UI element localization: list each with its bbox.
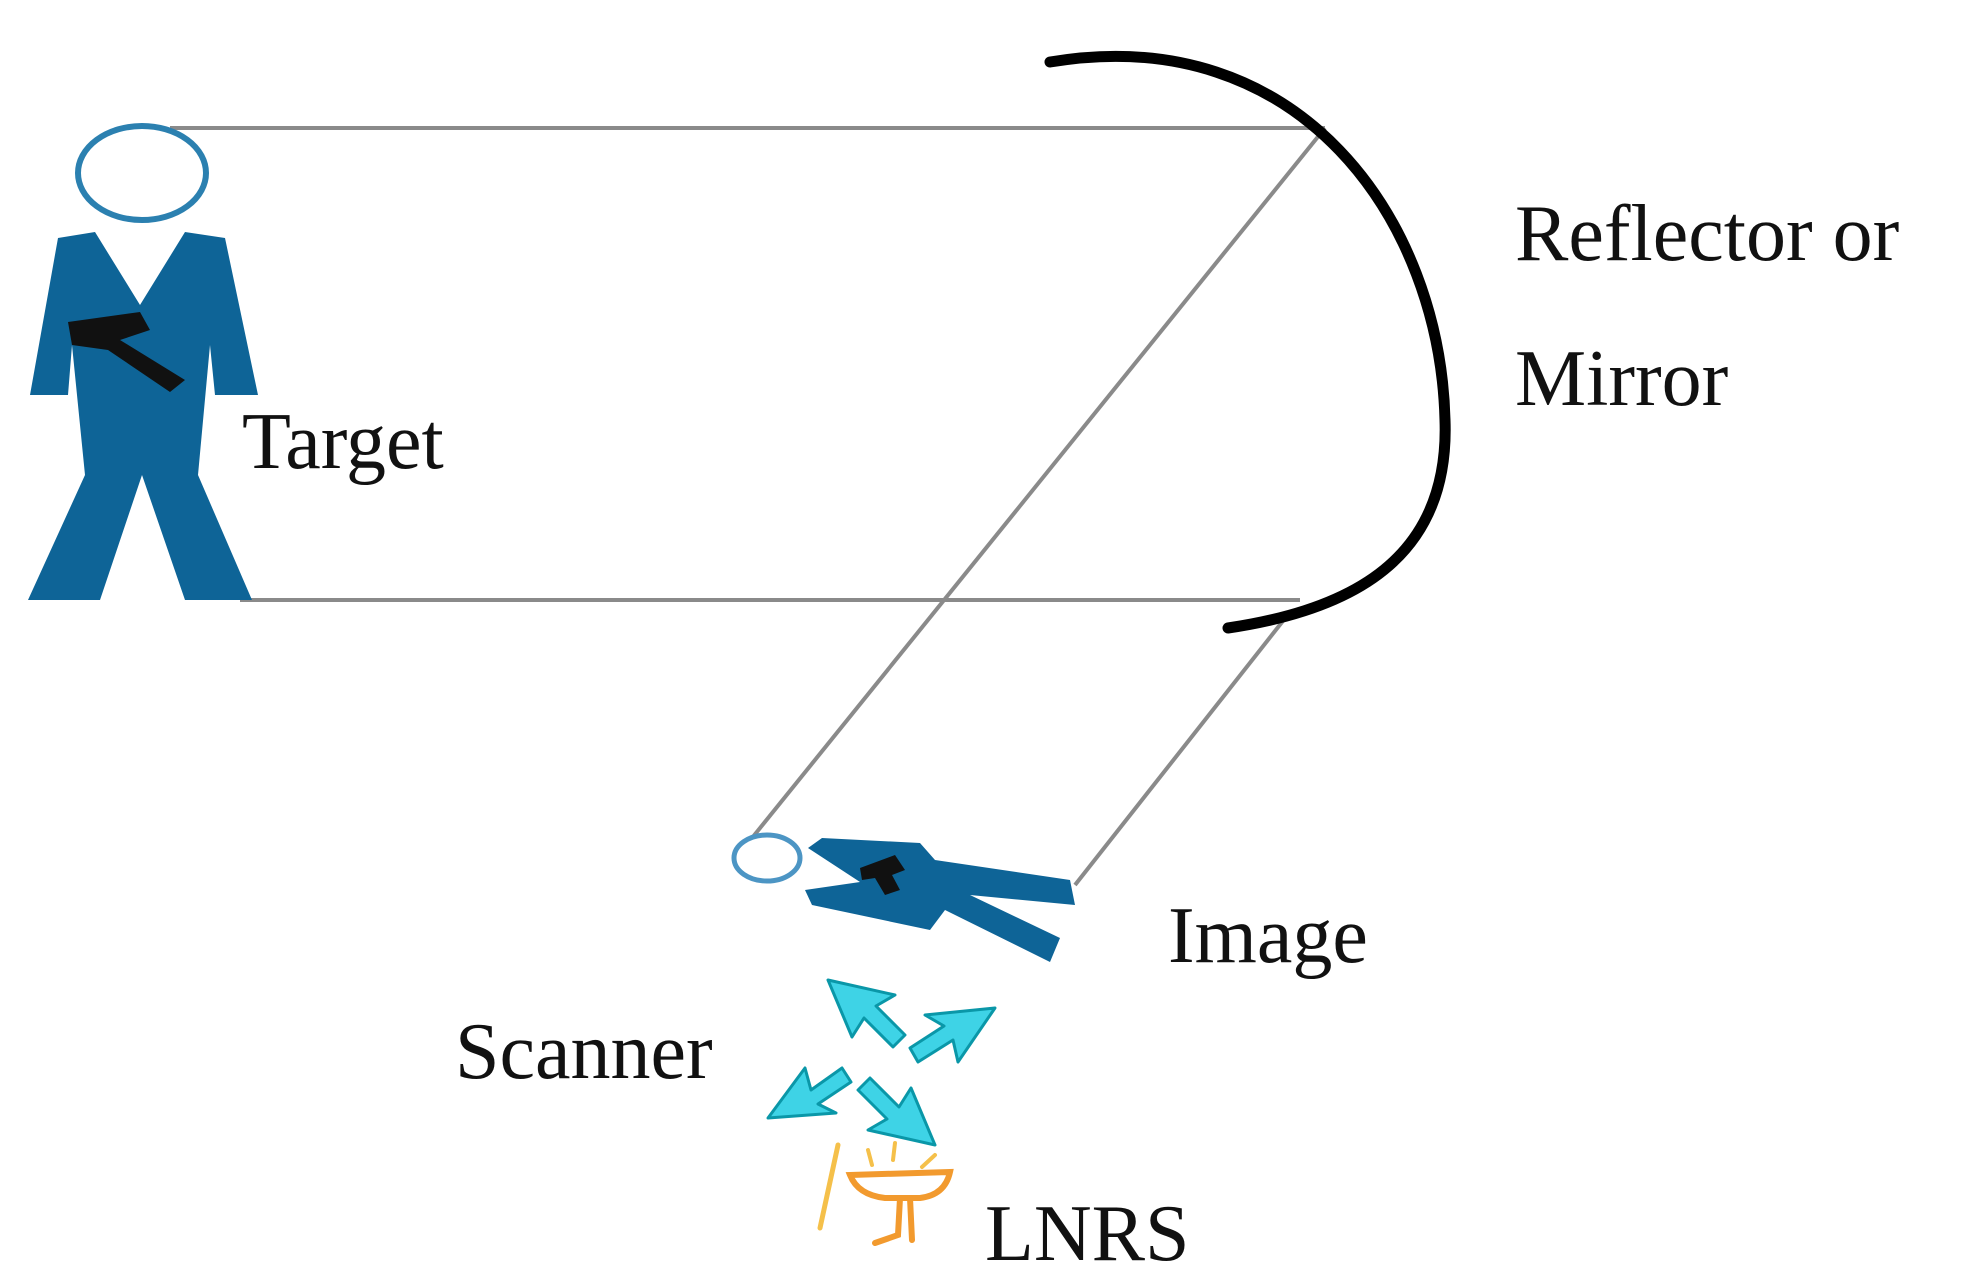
four-arrows-icon [766, 978, 997, 1147]
scanner-arrow-up-right [908, 1006, 997, 1064]
image-figure [731, 832, 1075, 962]
scanner-arrow-down-left [766, 1066, 853, 1120]
lnrs-label: LNRS [985, 1190, 1190, 1278]
inverted-person-icon [805, 838, 1075, 962]
target-head [75, 123, 209, 223]
scanner-label: Scanner [455, 1008, 713, 1096]
image-label: Image [1168, 892, 1368, 980]
lnrs-ray-2 [891, 1141, 897, 1162]
target-body-icon [28, 232, 258, 600]
reflector-label-line2: Mirror [1515, 335, 1728, 423]
reflector-mirror-arc [1044, 51, 1451, 634]
scanner-arrow-down-right [856, 1076, 937, 1147]
gun-icon [68, 312, 185, 392]
diagonal-ray-to-image-head [750, 126, 1327, 840]
image-gun-icon [860, 855, 905, 895]
target-figure [28, 123, 258, 600]
lamp-icon [817, 1141, 954, 1246]
scanner-arrow-up-left [826, 978, 907, 1049]
lnrs-ray-3 [920, 1153, 937, 1169]
lnrs-lamp-stem [872, 1195, 915, 1246]
reflector-label-line1: Reflector or [1515, 190, 1899, 278]
diagonal-ray-to-image-feet [1073, 610, 1292, 887]
target-label: Target [242, 398, 444, 486]
lnrs-lamp-shade [845, 1168, 954, 1201]
ray-lines [170, 126, 1327, 887]
image-head [731, 832, 803, 884]
lnrs-left-stroke [817, 1142, 841, 1231]
lnrs-ray-1 [866, 1148, 874, 1167]
